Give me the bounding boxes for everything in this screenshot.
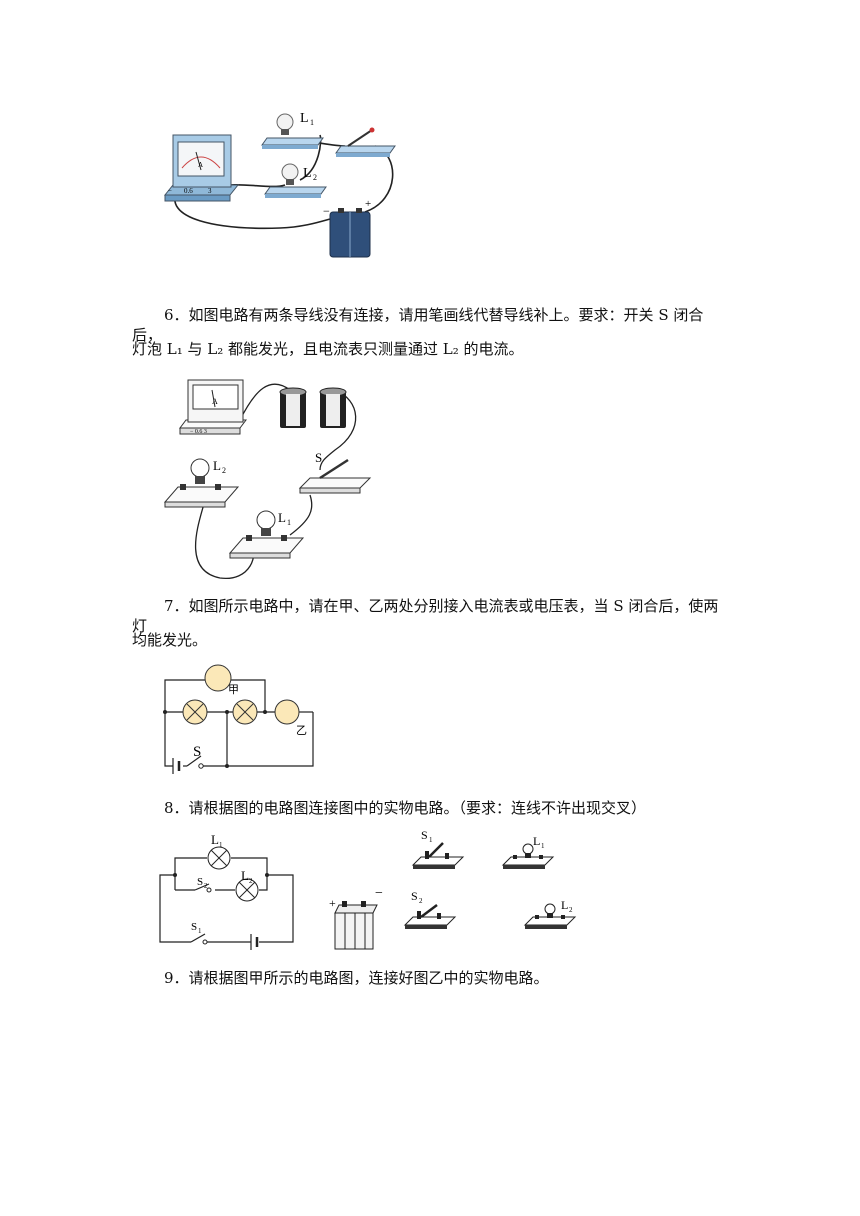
question-6-line1: 6．如图电路有两条导线没有连接，请用笔画线代替导线补上。要求：开关 S 闭合后， — [132, 306, 704, 344]
bulb-l1: L 1 — [228, 510, 305, 559]
ammeter-a-label: A — [212, 397, 218, 406]
switch-s1: S 1 — [411, 828, 465, 869]
battery-plus-label: + — [329, 896, 336, 910]
svg-text:1: 1 — [198, 927, 202, 935]
l1-label: L — [533, 834, 540, 848]
lamp-l2-part: L 2 — [523, 898, 577, 929]
lamp-l2: L 2 — [235, 868, 259, 902]
figure-schematic-q8: L 1 L 2 S 2 S 1 — [159, 832, 294, 950]
svg-text:2: 2 — [204, 882, 208, 890]
yi-label: 乙 — [296, 724, 307, 737]
question-9: 9．请根据图甲所示的电路图，连接好图乙中的实物电路。 — [132, 968, 732, 988]
battery-minus-label: − — [375, 886, 383, 901]
question-9-line1: 9．请根据图甲所示的电路图，连接好图乙中的实物电路。 — [164, 969, 549, 987]
battery-plus-label: + — [365, 198, 371, 210]
switch — [335, 127, 396, 157]
svg-text:1: 1 — [429, 836, 433, 844]
schem-l1-label: L — [211, 832, 219, 847]
meter-jia: 甲 — [204, 664, 239, 696]
ammeter: A − 0.6 3 — [163, 134, 240, 202]
svg-text:1: 1 — [287, 518, 291, 527]
question-6-cont: 灯泡 L₁ 与 L₂ 都能发光，且电流表只测量通过 L₂ 的电流。 — [132, 339, 732, 359]
question-7-line2: 均能发光。 — [132, 631, 208, 649]
battery: − + — [323, 198, 371, 258]
figure-parts-q8: + − S 1 S 2 L 1 L — [329, 828, 577, 950]
meter-yi: 乙 — [274, 699, 307, 737]
figure-circuit-q7: 甲 乙 S — [163, 664, 314, 774]
lamp-right — [232, 699, 258, 725]
l2-label: L — [213, 458, 221, 473]
s-label: S — [193, 744, 201, 760]
svg-text:2: 2 — [313, 173, 317, 182]
l2-label: L — [303, 166, 312, 181]
lamp-left — [182, 699, 208, 725]
schem-s2-label: S — [197, 876, 203, 888]
svg-text:1: 1 — [219, 841, 223, 849]
svg-text:2: 2 — [569, 906, 573, 914]
switch-s2: S 2 — [403, 889, 457, 929]
lamp-l1-part: L 1 — [501, 834, 555, 869]
question-8-line1: 8．请根据图的电路图连接图中的实物电路。（要求：连线不许出现交叉） — [164, 799, 647, 817]
figure-circuit-q6: A − 0.6 3 S L 2 L 1 — [163, 379, 372, 579]
switch-s: S — [298, 450, 372, 494]
s2-label: S — [411, 889, 418, 903]
question-7-line1: 7．如图所示电路中，请在甲、乙两处分别接入电流表或电压表，当 S 闭合后，使两灯 — [132, 597, 719, 635]
schem-s1-label: S — [191, 921, 197, 933]
question-7: 7．如图所示电路中，请在甲、乙两处分别接入电流表或电压表，当 S 闭合后，使两灯 — [132, 596, 732, 636]
ammeter-scale-label: − 0.6 3 — [190, 429, 207, 435]
question-7-cont: 均能发光。 — [132, 630, 732, 650]
jia-label: 甲 — [228, 684, 239, 696]
bulb-l1: L 1 — [261, 111, 324, 149]
ammeter-minus-label: − — [168, 187, 172, 195]
s-label: S — [315, 450, 322, 465]
l2-label: L — [561, 898, 568, 912]
question-6: 6．如图电路有两条导线没有连接，请用笔画线代替导线补上。要求：开关 S 闭合后， — [132, 305, 732, 345]
bulb-l2: L 2 — [163, 458, 240, 508]
bulb-l2: L 2 — [264, 163, 327, 198]
ammeter-3-label: 3 — [208, 187, 212, 195]
question-6-line2: 灯泡 L₁ 与 L₂ 都能发光，且电流表只测量通过 L₂ 的电流。 — [132, 340, 524, 358]
battery-box: + − — [329, 886, 383, 950]
ammeter-a-label: A — [198, 161, 203, 169]
svg-text:2: 2 — [419, 897, 423, 905]
l1-label: L — [300, 111, 309, 126]
l1-label: L — [278, 510, 286, 525]
ammeter: A − 0.6 3 — [179, 379, 247, 435]
lamp-l1: L 1 — [207, 832, 231, 870]
battery-minus-label: − — [323, 204, 330, 218]
svg-text:1: 1 — [310, 118, 314, 127]
ammeter-06-label: 0.6 — [184, 187, 193, 195]
figure-circuit-top: A − 0.6 3 L 1 L 2 − + — [163, 111, 396, 258]
question-8: 8．请根据图的电路图连接图中的实物电路。（要求：连线不许出现交叉） — [132, 798, 732, 818]
svg-text:2: 2 — [222, 466, 226, 475]
schem-l2-label: L — [241, 868, 249, 883]
svg-text:2: 2 — [249, 877, 253, 885]
s1-label: S — [421, 828, 428, 842]
svg-text:1: 1 — [541, 842, 545, 850]
battery-cells — [279, 387, 347, 428]
